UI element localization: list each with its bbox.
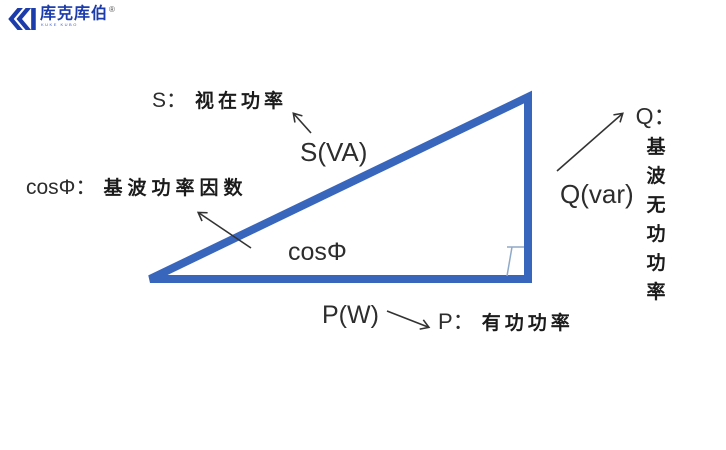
q-annotation-char: 无 [646,194,666,217]
arrow-to-q-annotation [556,112,624,172]
angle-label: cosΦ [288,238,347,266]
arrow-to-s-annotation [292,112,312,134]
p-annotation: P： 有功功率 [438,310,574,334]
s-annotation: S： 视在功率 [152,89,288,112]
q-annotation-char: 功 [646,252,666,275]
registered-mark-icon: ® [109,5,115,14]
cos-annotation-symbol: cosΦ： [26,176,97,199]
hypotenuse-label: S(VA) [300,137,368,167]
q-annotation-char: 率 [646,281,666,304]
right-angle-marker [506,246,524,277]
s-annotation-text: 视在功率 [195,90,288,112]
arrow-to-p-annotation [386,310,431,330]
triangle-shape [148,90,532,283]
q-annotation-char: 波 [646,165,666,188]
brand-logo: 库克库伯® KUKE KUBO [8,6,115,30]
arrow-to-cos-annotation [196,211,252,249]
s-annotation-symbol: S： [152,89,188,112]
q-annotation-symbol: Q： [635,103,677,129]
q-annotation-char: 基 [646,136,666,159]
brand-text-block: 库克库伯® KUKE KUBO [40,5,115,27]
brand-name: 库克库伯 [40,5,109,23]
cos-annotation: cosΦ： 基波功率因数 [26,176,248,199]
cos-annotation-text: 基波功率因数 [103,177,248,199]
p-annotation-text: 有功功率 [481,312,574,334]
base-label: P(W) [322,301,379,329]
vertical-side-label: Q(var) [560,179,634,209]
q-annotation-char: 功 [646,223,666,246]
q-annotation: Q： 基 波 无 功 功 率 [635,103,677,304]
brand-subtext: KUKE KUBO [41,22,78,27]
brand-k-icon [8,8,36,30]
p-annotation-symbol: P： [438,309,475,334]
